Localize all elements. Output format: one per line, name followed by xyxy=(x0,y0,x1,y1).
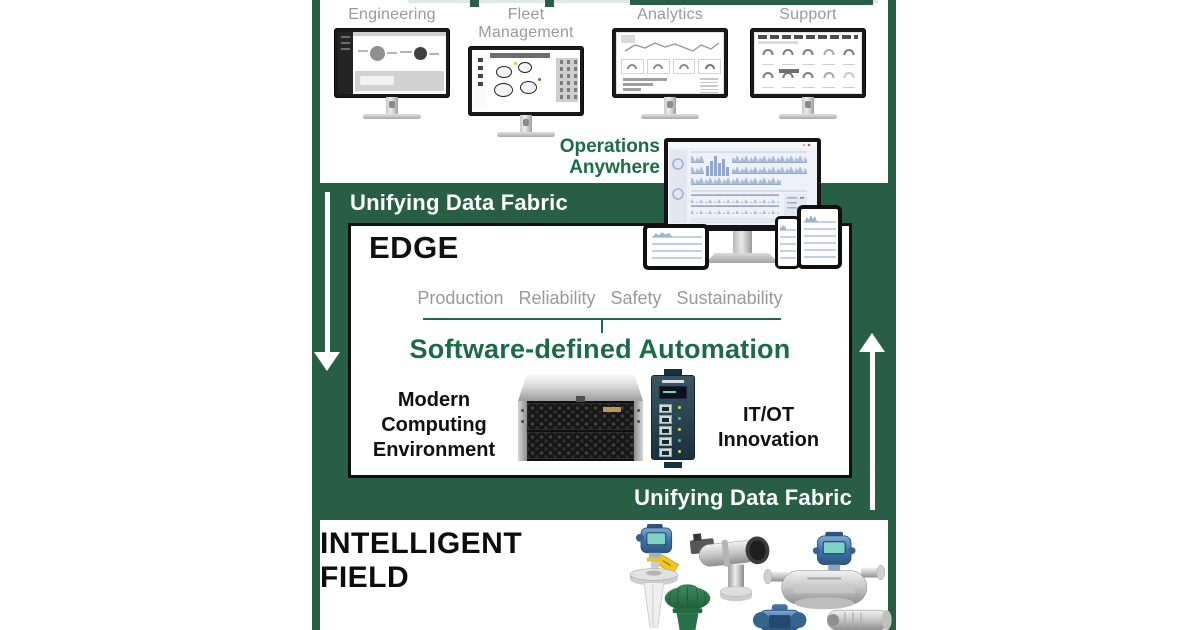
monitor-stand xyxy=(802,97,814,114)
radar-level-transmitter xyxy=(629,523,680,628)
tablet-image xyxy=(797,205,842,269)
pillars-row: Production Reliability Safety Sustainabi… xyxy=(351,288,849,309)
phone-image xyxy=(775,216,800,269)
tablet-image xyxy=(643,224,709,270)
unifying-data-fabric-bottom-label: Unifying Data Fabric xyxy=(634,485,852,510)
frame-right-border xyxy=(888,0,896,630)
monitor-engineering: Engineering xyxy=(330,6,454,119)
modern-computing-caption: Modern Computing Environment xyxy=(372,389,496,461)
intelligent-field-title: INTELLIGENT FIELD xyxy=(320,527,523,594)
analytics-monitor-image xyxy=(613,29,727,97)
pillar-reliability: Reliability xyxy=(518,288,596,308)
operations-monitor-image xyxy=(664,138,821,231)
pillar-sustainability: Sustainability xyxy=(676,288,783,308)
operations-monitor-stand xyxy=(733,231,752,254)
stainless-actuator xyxy=(689,533,770,567)
support-monitor-image xyxy=(751,29,865,97)
cropped-title-fragment xyxy=(470,0,479,7)
monitor-analytics: Analytics xyxy=(608,6,732,119)
software-defined-automation-headline: Software-defined Automation xyxy=(409,334,791,364)
fleet-management-monitor-image xyxy=(469,47,583,115)
engineering-monitor-image xyxy=(335,29,449,97)
monitor-stand xyxy=(664,97,676,114)
monitor-label: Support xyxy=(779,6,837,23)
operations-anywhere-label: Operations Anywhere xyxy=(559,136,660,178)
pressure-transmitter xyxy=(752,604,807,630)
edge-box: EDGE Production Reliability Safety Susta… xyxy=(348,223,852,478)
monitor-label: Analytics xyxy=(637,6,703,23)
cropped-title-fragment xyxy=(545,0,554,7)
edge-title: EDGE xyxy=(369,230,459,265)
pillars-connector xyxy=(601,318,603,333)
monitor-label: Fleet Management xyxy=(478,6,574,41)
pillar-production: Production xyxy=(417,288,504,308)
monitor-stand xyxy=(520,115,532,132)
stainless-meter xyxy=(826,609,892,630)
field-instruments-image xyxy=(629,523,892,630)
cropped-title-fragment xyxy=(630,0,873,5)
coriolis-flow-meter xyxy=(763,531,885,610)
monitor-fleet-management: Fleet Management xyxy=(464,6,588,137)
unifying-data-fabric-top-label: Unifying Data Fabric xyxy=(350,190,568,215)
server-image xyxy=(518,374,643,464)
frame-left-border xyxy=(312,0,320,630)
up-arrow-icon xyxy=(859,333,885,510)
edge-gateway-image xyxy=(651,369,695,468)
pillar-safety: Safety xyxy=(610,288,662,308)
control-valve xyxy=(664,584,711,630)
down-arrow-icon xyxy=(314,192,340,371)
monitor-label: Engineering xyxy=(348,6,436,23)
itot-innovation-caption: IT/OT Innovation xyxy=(717,404,820,451)
monitor-support: Support xyxy=(746,6,870,119)
monitor-stand xyxy=(386,97,398,114)
